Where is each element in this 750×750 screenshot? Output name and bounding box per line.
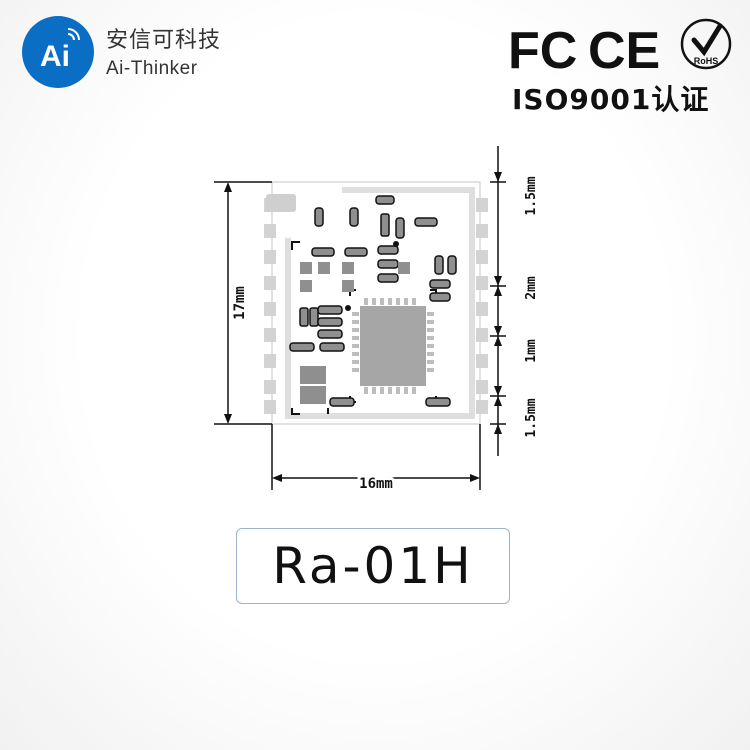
height-label: 17mm [232, 286, 248, 320]
module-name: Ra-01H [272, 537, 474, 595]
width-dimension [271, 424, 481, 490]
module-dimension-drawing: 17mm 16mm 1.5mm 2mm 1mm 1.5mm [214, 146, 539, 495]
corner-pad [266, 194, 296, 212]
right-pads [476, 198, 488, 414]
fcc-logo: FC [508, 22, 577, 78]
rohs-icon: RoHS [680, 18, 732, 70]
pin-pitch-dimensions [490, 146, 506, 456]
pitch-1mm-label: 1mm [524, 339, 539, 363]
ce-logo: CE [588, 22, 660, 78]
logo-text: Ai [40, 40, 70, 73]
brand-name-cn: 安信可科技 [106, 28, 222, 53]
module-name-box: Ra-01H [236, 528, 510, 604]
pitch-top-label: 1.5mm [524, 176, 539, 215]
left-pads [264, 198, 276, 414]
width-label: 16mm [359, 476, 393, 492]
pitch-bottom-label: 1.5mm [524, 398, 539, 437]
ai-thinker-logo: Ai [22, 16, 94, 88]
certification-logos: FC CE RoHS [508, 18, 732, 78]
rohs-text: RoHS [694, 56, 719, 66]
pitch-2mm-label: 2mm [524, 276, 539, 300]
height-dimension [214, 181, 272, 425]
brand-name-en: Ai-Thinker [106, 58, 198, 79]
iso-certification: ISO9001认证 [512, 83, 710, 116]
passive-components [289, 195, 457, 415]
board-trace [285, 187, 475, 419]
